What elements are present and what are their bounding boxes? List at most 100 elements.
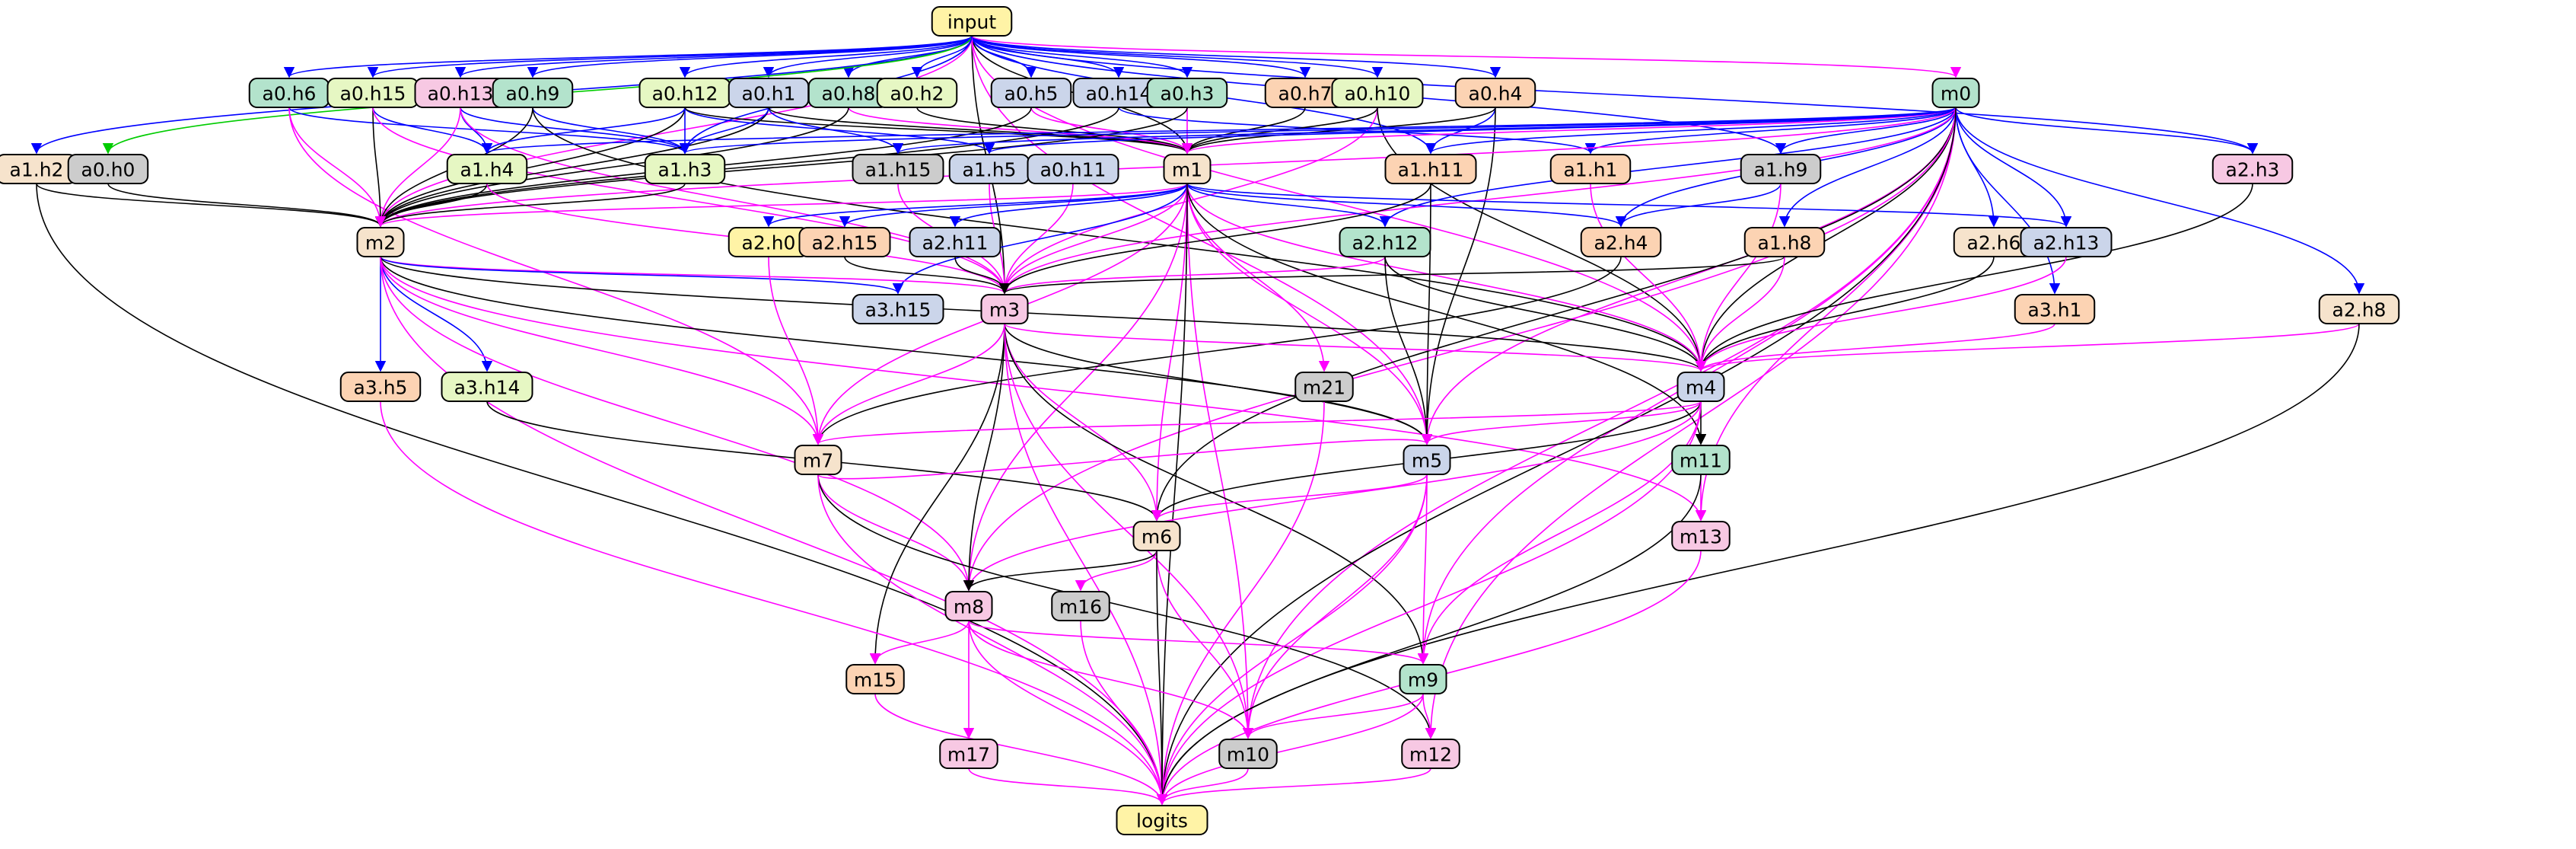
edge-m3-to-m8 bbox=[963, 323, 1005, 592]
edge-a0-h3-to-m2 bbox=[374, 107, 1188, 228]
node-label-a0-h3: a0.h3 bbox=[1161, 83, 1215, 105]
edge-a1-h9-to-m4 bbox=[1695, 183, 1782, 372]
node-a2-h11: a2.h11 bbox=[909, 227, 1001, 257]
edge-a0-h0-to-m2 bbox=[107, 183, 387, 228]
node-label-a0-h9: a0.h9 bbox=[506, 83, 560, 105]
node-a3-h5: a3.h5 bbox=[339, 372, 422, 402]
edge-m6-to-m16 bbox=[1075, 550, 1157, 592]
edge-m2-to-m13 bbox=[380, 256, 1707, 522]
edge-a0-h8-to-m1 bbox=[848, 107, 1193, 155]
node-input: input bbox=[931, 6, 1013, 37]
edge-m1-to-m8 bbox=[963, 183, 1188, 592]
edge-a0-h15-to-m3 bbox=[372, 107, 1011, 295]
node-label-a0-h5: a0.h5 bbox=[1005, 83, 1059, 105]
node-m5: m5 bbox=[1403, 445, 1451, 475]
edge-m5-to-m6 bbox=[1151, 474, 1428, 522]
edge-a2-h0-to-m7 bbox=[768, 256, 824, 445]
edge-m3-to-m10 bbox=[1004, 323, 1254, 739]
node-a3-h1: a3.h1 bbox=[2014, 294, 2096, 324]
edge-m0-to-a1-h5 bbox=[984, 107, 1957, 155]
edge-m2-to-a3-h14 bbox=[380, 256, 493, 372]
node-box-a0-h11 bbox=[1027, 154, 1119, 184]
edge-m1-to-logits bbox=[1156, 183, 1188, 806]
edge-a1-h11-to-m3 bbox=[998, 183, 1431, 295]
node-box-a3-h1 bbox=[2014, 294, 2096, 324]
node-m8: m8 bbox=[944, 591, 993, 621]
node-label-a2-h0: a2.h0 bbox=[742, 232, 796, 254]
edge-m1-to-m3 bbox=[998, 183, 1188, 295]
node-label-a2-h3: a2.h3 bbox=[2226, 159, 2280, 181]
edge-m4-to-logits bbox=[1156, 401, 1702, 806]
edge-input-to-a0-h9 bbox=[527, 35, 973, 78]
node-box-a0-h0 bbox=[67, 154, 149, 184]
edge-m0-to-a2-h8 bbox=[1955, 107, 2365, 295]
node-label-a1-h4: a1.h4 bbox=[460, 159, 514, 181]
edge-m3-to-logits bbox=[1004, 323, 1168, 806]
node-a0-h14: a0.h14 bbox=[1072, 78, 1165, 108]
edge-a2-h12-to-m5 bbox=[1384, 256, 1433, 445]
node-m12: m12 bbox=[1401, 739, 1460, 769]
edge-a0-h10-to-m4 bbox=[1377, 107, 1707, 372]
node-a1-h9: a1.h9 bbox=[1740, 154, 1822, 184]
edge-m8-to-m15 bbox=[869, 620, 970, 665]
edge-a2-h13-to-m4 bbox=[1695, 256, 2067, 372]
node-a2-h12: a2.h12 bbox=[1339, 227, 1431, 257]
node-m7: m7 bbox=[794, 445, 842, 475]
edge-a0-h6-to-a1-h3 bbox=[288, 107, 690, 155]
node-label-a1-h8: a1.h8 bbox=[1758, 232, 1812, 254]
edge-a1-h9-to-a2-h4 bbox=[1615, 183, 1782, 228]
node-label-m16: m16 bbox=[1059, 596, 1102, 618]
node-label-a0-h12: a0.h12 bbox=[652, 83, 718, 105]
node-box-a2-h4 bbox=[1580, 227, 1662, 257]
node-box-m13 bbox=[1671, 521, 1731, 551]
node-box-m4 bbox=[1676, 372, 1725, 402]
edge-input-to-a0-h7 bbox=[971, 35, 1311, 78]
node-label-a0-h2: a0.h2 bbox=[890, 83, 944, 105]
edge-m1-to-a2-h4 bbox=[1186, 183, 1626, 228]
node-label-m17: m17 bbox=[947, 744, 990, 766]
edge-a0-h1-to-a1-h15 bbox=[768, 107, 904, 155]
node-a0-h2: a0.h2 bbox=[876, 78, 958, 108]
edge-m15-to-logits bbox=[874, 693, 1168, 806]
edge-a1-h8-to-m4 bbox=[1695, 256, 1785, 372]
edge-a0-h4-to-m5 bbox=[1421, 107, 1496, 445]
node-label-a3-h15: a3.h15 bbox=[865, 299, 931, 321]
edge-m2-to-m8 bbox=[380, 256, 975, 592]
node-a1-h3: a1.h3 bbox=[644, 154, 726, 184]
node-box-m1 bbox=[1163, 154, 1212, 184]
edge-m3-to-m6 bbox=[1004, 323, 1163, 522]
node-m17: m17 bbox=[939, 739, 998, 769]
node-label-m8: m8 bbox=[954, 596, 984, 618]
node-label-m10: m10 bbox=[1227, 744, 1269, 766]
node-box-a0-h9 bbox=[492, 78, 574, 108]
edge-m0-to-a1-h11 bbox=[1425, 107, 1957, 155]
edge-a0-h10-to-m1 bbox=[1181, 107, 1378, 155]
node-box-m2 bbox=[356, 227, 405, 257]
edge-m8-to-logits bbox=[968, 620, 1168, 806]
node-box-a2-h12 bbox=[1339, 227, 1431, 257]
node-a1-h5: a1.h5 bbox=[948, 154, 1030, 184]
node-a0-h10: a0.h10 bbox=[1331, 78, 1424, 108]
node-a2-h4: a2.h4 bbox=[1580, 227, 1662, 257]
edge-m0-to-m1 bbox=[1182, 107, 1957, 155]
node-label-a1-h11: a1.h11 bbox=[1398, 159, 1464, 181]
node-box-a2-h11 bbox=[909, 227, 1001, 257]
node-label-a0-h13: a0.h13 bbox=[428, 83, 494, 105]
node-box-a1-h3 bbox=[644, 154, 726, 184]
node-m10: m10 bbox=[1218, 739, 1278, 769]
edge-a0-h9-to-a1-h3 bbox=[532, 107, 691, 155]
edge-m0-to-a1-h4 bbox=[482, 107, 1957, 155]
node-box-m7 bbox=[794, 445, 842, 475]
edge-m0-to-a1-h8 bbox=[1778, 107, 1957, 228]
node-box-m10 bbox=[1218, 739, 1278, 769]
node-a1-h1: a1.h1 bbox=[1549, 154, 1632, 184]
node-box-a3-h15 bbox=[852, 294, 944, 324]
node-m15: m15 bbox=[845, 664, 905, 694]
edge-m1-to-m6 bbox=[1151, 183, 1188, 522]
edge-m0-to-a2-h13 bbox=[1955, 107, 2072, 228]
edge-m9-to-logits bbox=[1156, 693, 1424, 806]
edge-m1-to-a2-h15 bbox=[839, 183, 1188, 228]
node-box-a2-h3 bbox=[2211, 154, 2294, 184]
node-box-a0-h2 bbox=[876, 78, 958, 108]
node-label-m7: m7 bbox=[803, 450, 833, 472]
